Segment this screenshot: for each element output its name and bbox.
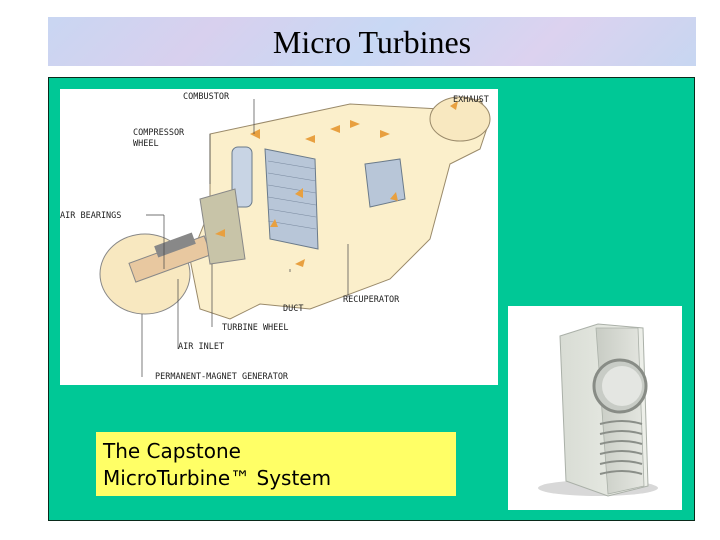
svg-text:RECUPERATOR: RECUPERATOR <box>343 295 400 305</box>
svg-text:AIR INLET: AIR INLET <box>178 342 224 352</box>
svg-text:WHEEL: WHEEL <box>133 139 159 149</box>
svg-text:COMPRESSOR: COMPRESSOR <box>133 128 185 138</box>
caption-box: The Capstone MicroTurbine™ System <box>96 432 456 496</box>
caption-line-2: MicroTurbine™ System <box>103 466 332 490</box>
svg-text:PERMANENT-MAGNET GENERATOR: PERMANENT-MAGNET GENERATOR <box>155 372 289 382</box>
svg-text:AIR BEARINGS: AIR BEARINGS <box>60 211 121 221</box>
microturbine-cutaway-diagram: COMBUSTOR EXHAUST COMPRESSOR WHEEL AIR B… <box>60 89 498 385</box>
slide-title: Micro Turbines <box>272 24 472 60</box>
microturbine-product-photo <box>508 306 682 510</box>
svg-text:EXHAUST: EXHAUST <box>453 95 489 105</box>
caption-line-1: The Capstone <box>103 439 241 463</box>
svg-text:COMBUSTOR: COMBUSTOR <box>183 92 230 102</box>
title-banner: Micro Turbines <box>48 17 696 66</box>
svg-text:DUCT: DUCT <box>283 304 303 314</box>
svg-text:TURBINE WHEEL: TURBINE WHEEL <box>222 323 289 333</box>
